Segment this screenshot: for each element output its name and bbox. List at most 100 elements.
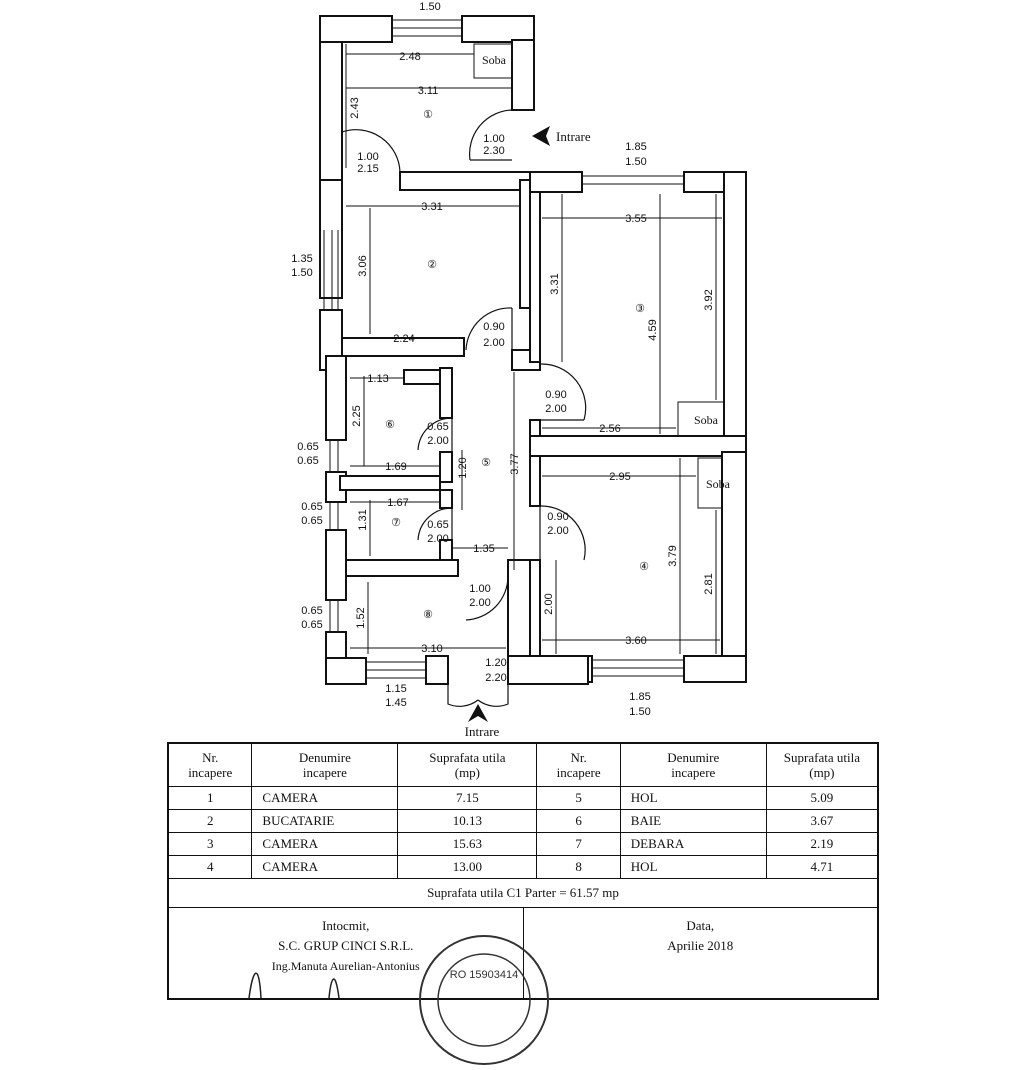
room-2: 3.31 3.06 ② 2.24 0.90 2.00 1.35 1.50 [291,201,504,349]
room8-height: 1.52 [355,607,367,628]
company-stamp: RO 15903414 [419,935,549,1065]
cell-name: HOL [619,786,767,810]
room3-height-mid: 4.59 [647,319,659,340]
room3-stove: Soba [694,413,719,427]
date-label: Data, [686,918,715,933]
header-area-2: Suprafata utila (mp) [765,743,879,787]
room-area-table: Nr. incapere Denumire incapere Suprafata… [167,743,879,879]
header-nr-1: Nr. incapere [167,743,253,787]
room2-width: 3.31 [421,201,442,213]
header-nr-2: Nr. incapere [536,743,621,787]
cell-area: 2.19 [765,832,879,856]
room3-door-h: 2.00 [545,403,566,415]
room2-left-window-h: 1.50 [291,267,312,279]
signature-block: Intocmit, S.C. GRUP CINCI S.R.L. Ing.Man… [168,908,878,1065]
room5-door-w: 1.00 [469,583,490,595]
room1-width-top: 2.48 [399,51,420,63]
company-name: S.C. GRUP CINCI S.R.L. [278,938,414,953]
room2-left-window-w: 1.35 [291,253,312,265]
room1-door-inner-h: 2.15 [357,163,378,175]
room1-door-inner-w: 1.00 [357,151,378,163]
room2-door-h: 2.00 [483,337,504,349]
room8-window-w: 0.65 [301,605,322,617]
entrance-top-arrow-icon [532,126,550,146]
engineer-name: Ing.Manuta Aurelian-Antonius [271,959,420,973]
cell-area: 5.09 [765,786,879,810]
cell-area: 13.00 [397,855,538,879]
room5-number: ⑤ [481,457,491,469]
room4-width: 2.95 [609,471,630,483]
room4-number: ④ [639,561,649,573]
cell-area: 15.63 [397,832,538,856]
legend-block: Nr. incapere Denumire incapere Suprafata… [167,742,879,1065]
walls [319,15,747,685]
cell-nr: 2 [167,809,253,833]
room-1: 2.48 3.11 2.43 Soba ① 1.00 2.15 1.00 2.3… [349,51,507,175]
date-value: Aprilie 2018 [667,938,734,953]
room-6: 1.13 2.25 ⑥ 1.69 0.65 2.00 0.65 0.65 [297,373,448,473]
cell-name: BUCATARIE [251,809,399,833]
cell-name: CAMERA [251,832,399,856]
room7-window-w: 0.65 [301,501,322,513]
room3-window-w: 1.85 [625,141,646,153]
room8-bottom-window-h: 1.45 [385,697,406,709]
room-8: ⑧ 1.52 3.10 0.65 0.65 1.15 1.45 1.20 2.2… [301,605,506,709]
cell-nr: 8 [536,855,621,879]
room1-number: ① [423,109,433,121]
room7-number: ⑦ [391,517,401,529]
room4-height: 3.79 [667,545,679,566]
prepared-by: Intocmit, S.C. GRUP CINCI S.R.L. Ing.Man… [169,908,549,1065]
room1-width: 3.11 [418,85,439,97]
windows [323,19,684,679]
room1-door-entry-h: 2.30 [483,145,504,157]
room3-width: 3.55 [625,213,646,225]
room7-height: 1.31 [357,509,369,530]
room-3: 1.85 1.50 3.55 3.31 4.59 3.92 ③ Soba 2.5… [545,141,718,435]
room4-window-w: 1.85 [629,691,650,703]
cell-area: 4.71 [765,855,879,879]
cell-name: BAIE [619,809,767,833]
room4-door-w: 0.90 [547,511,568,523]
room5-gap: 1.20 [457,457,469,478]
room6-number: ⑥ [385,419,395,431]
cell-area: 7.15 [397,786,538,810]
top-window-width: 1.50 [419,1,440,13]
room6-door-w: 0.65 [427,421,448,433]
header-name-1: Denumire incapere [251,743,399,787]
floor-plan: 1.50 2.48 3.11 2.43 Soba ① 1.00 2.15 1.0… [291,1,747,739]
cell-area: 10.13 [397,809,538,833]
room7-window-h: 0.65 [301,515,322,527]
cell-nr: 3 [167,832,253,856]
cell-name: CAMERA [251,855,399,879]
cell-name: DEBARA [619,832,767,856]
cell-name: CAMERA [251,786,399,810]
room3-window-h: 1.50 [625,156,646,168]
room3-height-left: 3.31 [549,273,561,294]
header-area-1: Suprafata utila (mp) [397,743,538,787]
room6-door-h: 2.00 [427,435,448,447]
room8-number: ⑧ [423,609,433,621]
room8-bottom-window-w: 1.15 [385,683,406,695]
room8-width: 3.10 [421,643,442,655]
room6-window-h: 0.65 [297,455,318,467]
room6-width: 1.69 [385,461,406,473]
table-row: 2 BUCATARIE 10.13 6 BAIE 3.67 [167,809,879,833]
room5-door-h: 2.00 [469,597,490,609]
room3-height-right: 3.92 [703,289,715,310]
dimension-lines [345,44,722,654]
table-header-row: Nr. incapere Denumire incapere Suprafata… [167,743,879,787]
room6-height: 2.25 [351,405,363,426]
entrance-bottom-label: Intrare [465,724,500,739]
doors [341,109,587,707]
room-7: 1.67 1.31 ⑦ 0.65 2.00 0.65 0.65 [301,497,448,545]
room7-door-h: 2.00 [427,533,448,545]
cell-name: HOL [619,855,767,879]
room5-width: 1.35 [473,543,494,555]
room6-window-w: 0.65 [297,441,318,453]
room1-door-entry-w: 1.00 [483,133,504,145]
room2-height: 3.06 [357,255,369,276]
room7-width: 1.67 [387,497,408,509]
room2-width-bottom: 2.24 [393,333,414,345]
entrance-top-label: Intrare [556,129,591,144]
room3-number: ③ [635,303,645,315]
